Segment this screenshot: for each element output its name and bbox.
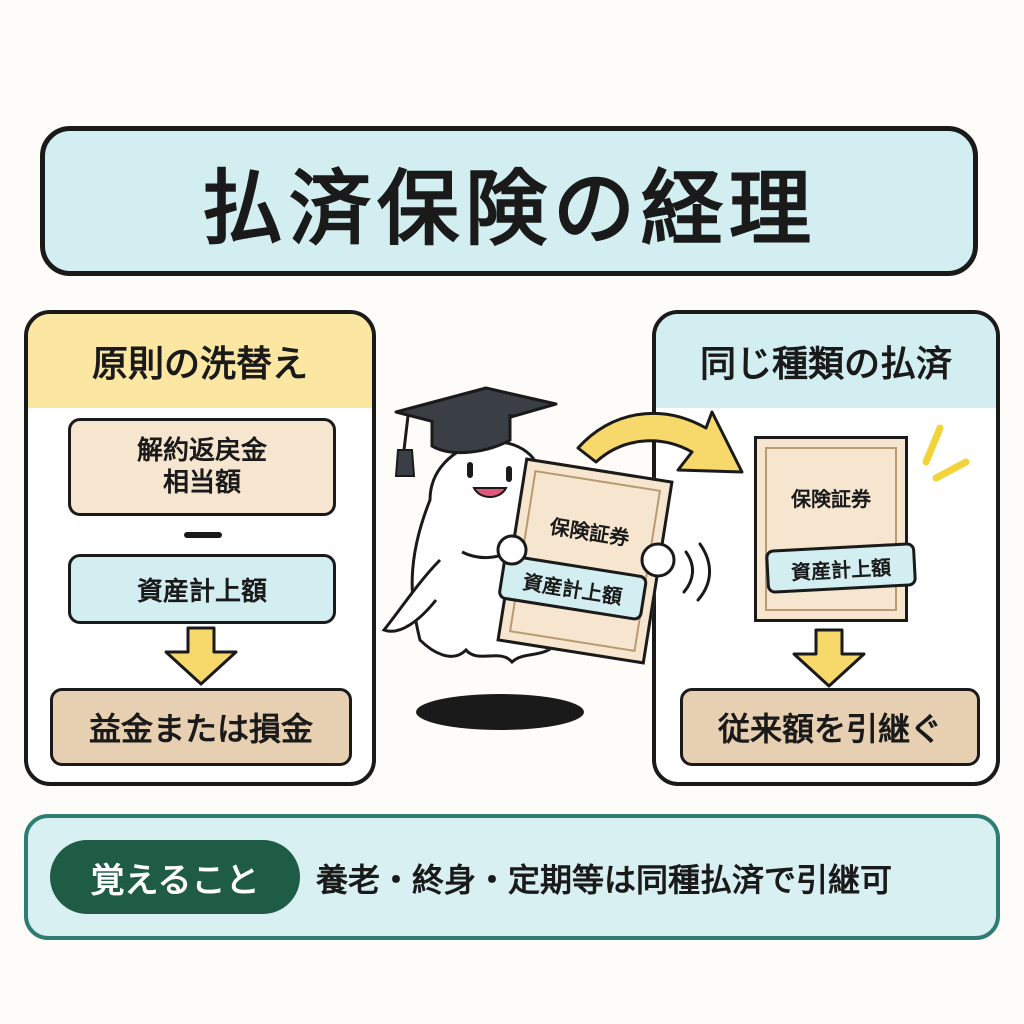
right-certificate-tag: 資産計上額 bbox=[764, 542, 918, 594]
left-panel-header: 原則の洗替え bbox=[28, 314, 372, 408]
memo-badge: 覚えること bbox=[50, 840, 300, 914]
right-certificate: 保険証券 bbox=[754, 436, 908, 622]
refund-amount-box: 解約返戻金 相当額 bbox=[68, 418, 336, 516]
title-banner: 払済保険の経理 bbox=[40, 126, 978, 276]
profit-or-loss-box: 益金または損金 bbox=[50, 688, 352, 766]
minus-sign bbox=[184, 532, 222, 538]
ghost-shadow bbox=[416, 694, 584, 730]
refund-line-2: 相当額 bbox=[162, 468, 241, 498]
inherit-amount-box: 従来額を引継ぐ bbox=[680, 688, 980, 766]
right-certificate-title: 保険証券 bbox=[791, 487, 871, 511]
refund-line-1: 解約返戻金 bbox=[136, 435, 267, 466]
held-certificate: 保険証券 資産計上額 bbox=[496, 457, 674, 665]
page-title: 払済保険の経理 bbox=[200, 161, 817, 257]
right-panel-header: 同じ種類の払済 bbox=[656, 314, 996, 408]
asset-amount-box: 資産計上額 bbox=[68, 554, 336, 624]
memo-text: 養老・終身・定期等は同種払済で引継可 bbox=[316, 861, 893, 899]
